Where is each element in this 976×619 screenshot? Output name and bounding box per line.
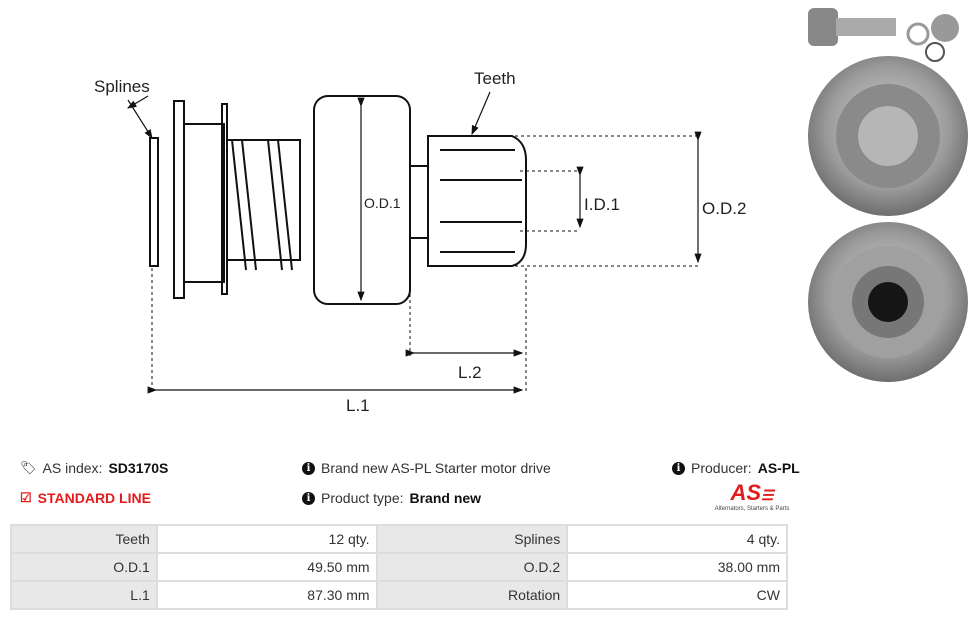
product-type-label: Product type: <box>321 490 404 506</box>
label-od2: O.D.2 <box>702 199 746 218</box>
spec-key: O.D.2 <box>375 552 569 582</box>
info-icon: i <box>302 491 315 505</box>
spec-value: CW <box>566 580 788 610</box>
description-text: Brand new AS-PL Starter motor drive <box>321 460 551 476</box>
label-teeth: Teeth <box>474 69 516 88</box>
spec-value: 4 qty. <box>566 524 788 554</box>
technical-drawing: Splines Teeth O.D.1 I.D.1 O.D.2 L.2 L.1 <box>94 69 746 415</box>
product-type-value: Brand new <box>409 490 482 506</box>
as-index-label: AS index: <box>42 460 103 476</box>
spec-value: 49.50 mm <box>155 552 378 582</box>
as-index: 🏷 AS index: SD3170S <box>20 460 168 476</box>
info-icon: i <box>672 461 685 475</box>
label-splines: Splines <box>94 77 150 96</box>
as-pl-logo: AS☰ Alternators, Starters & Parts <box>714 480 790 513</box>
producer: i Producer: AS-PL <box>672 460 800 476</box>
spec-value: 87.30 mm <box>155 580 378 610</box>
spec-value: 38.00 mm <box>566 552 788 582</box>
spec-key: Rotation <box>375 580 569 610</box>
product-type: i Product type: Brand new <box>302 490 481 506</box>
info-icon: i <box>302 461 315 475</box>
photo-kit <box>808 8 959 62</box>
spec-key: O.D.1 <box>10 552 158 582</box>
producer-value: AS-PL <box>757 460 800 476</box>
description: i Brand new AS-PL Starter motor drive <box>302 460 551 476</box>
label-od1: O.D.1 <box>364 195 401 211</box>
standard-line-badge: ☑ STANDARD LINE <box>20 490 151 506</box>
label-l2: L.2 <box>458 363 482 382</box>
spec-key: Teeth <box>10 524 158 554</box>
label-l1: L.1 <box>346 396 370 415</box>
as-index-value: SD3170S <box>108 460 169 476</box>
tags-icon: 🏷 <box>20 460 37 475</box>
label-id1: I.D.1 <box>584 195 620 214</box>
producer-label: Producer: <box>691 460 752 476</box>
checkbox-icon: ☑ <box>20 490 32 505</box>
standard-line-label: STANDARD LINE <box>37 490 151 506</box>
spec-key: Splines <box>375 524 569 554</box>
spec-key: L.1 <box>10 580 158 610</box>
product-photos <box>808 8 968 382</box>
spec-value: 12 qty. <box>155 524 378 554</box>
